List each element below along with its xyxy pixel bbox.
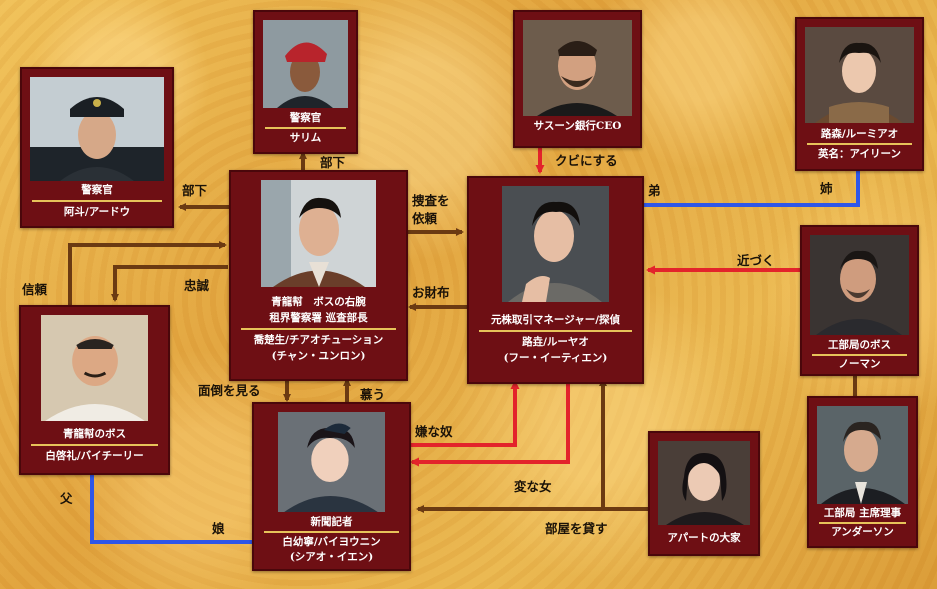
caption-line1: サスーン銀行CEO [533, 120, 622, 132]
label-request: 依頼 [412, 211, 438, 226]
caption-line2: 白啓礼/バイチーリー [45, 450, 144, 462]
label-rent-room: 部屋を貸す [545, 521, 608, 536]
label-older-sister: 姉 [820, 181, 833, 196]
portrait-anderson [817, 406, 908, 504]
portrait-police-sarim [263, 20, 348, 108]
caption-line3: (シアオ・イエン) [289, 551, 374, 563]
caption-line1: 路森/ルーミアオ [820, 128, 899, 140]
card-bai-youning[interactable]: 新聞記者 白幼寧/バイヨウニン (シアオ・イエン) [252, 402, 411, 571]
caption-line1: 青龍幇 ボスの右腕 [271, 296, 366, 308]
card-police-sarim[interactable]: 警察官 サリム [253, 10, 358, 154]
caption-line3: 喬楚生/チアオチューション [253, 334, 384, 346]
caption-line3: (フー・イーティエン) [503, 352, 608, 364]
label-younger-brother: 弟 [648, 183, 661, 198]
caption-line1: 警察官 [81, 184, 113, 196]
label-subordinate-sarim: 部下 [320, 155, 346, 170]
portrait-police-ado [30, 77, 164, 181]
label-take-care: 面倒を見る [198, 383, 261, 398]
portrait-norman [810, 235, 909, 335]
caption-line1: アパートの大家 [667, 532, 741, 544]
portrait-bai-youning [278, 412, 385, 512]
portrait-lu-yao [502, 186, 609, 302]
caption-line2: 路垚/ルーヤオ [522, 336, 589, 348]
label-approach: 近づく [737, 253, 775, 268]
divider [807, 143, 912, 145]
caption-line4: (チャン・ユンロン) [271, 350, 366, 362]
caption-line2: 白幼寧/バイヨウニン [282, 536, 381, 548]
label-trust: 信頼 [22, 282, 48, 297]
portrait-bank-ceo [523, 20, 632, 116]
caption-line2: サリム [289, 132, 322, 144]
portrait-lu-sen [805, 27, 914, 123]
caption-line1: 警察官 [289, 112, 322, 124]
caption-line1: 新聞記者 [310, 516, 353, 528]
label-fire: クビにする [555, 153, 618, 168]
card-bai-qili[interactable]: 青龍幇のボス 白啓礼/バイチーリー [19, 305, 170, 475]
card-lu-yao[interactable]: 元株取引マネージャー/探偵 路垚/ルーヤオ (フー・イーティエン) [467, 176, 644, 384]
label-father: 父 [60, 491, 73, 506]
label-subordinate-ado: 部下 [182, 183, 208, 198]
card-anderson[interactable]: 工部局 主席理事 アンダーソン [807, 396, 918, 548]
caption-line2: 阿斗/アードウ [63, 206, 131, 218]
label-daughter: 娘 [212, 521, 225, 536]
line-father-daughter [90, 470, 252, 544]
divider [819, 522, 906, 524]
divider [264, 531, 399, 533]
line-siblings [640, 170, 860, 207]
caption-line1: 工部局のボス [828, 339, 891, 351]
caption-line1: 元株取引マネージャー/探偵 [490, 314, 621, 326]
portrait-landlady [658, 441, 750, 525]
arrow-loyalty [111, 265, 228, 302]
caption-line1: 工部局 主席理事 [823, 507, 902, 519]
card-lu-sen[interactable]: 路森/ルーミアオ 英名：アイリーン [795, 17, 924, 171]
arrow-trust [68, 241, 227, 305]
label-hateful-guy: 嫌な奴 [415, 424, 453, 439]
divider [265, 127, 346, 129]
label-investigation: 捜査を [412, 193, 450, 208]
label-strange-woman: 変な女 [514, 479, 552, 494]
caption-line2: 租界警察署 巡査部長 [269, 312, 368, 324]
arrow-strange-woman [410, 380, 570, 467]
arrow-hateful-guy [409, 380, 520, 447]
card-police-ado[interactable]: 警察官 阿斗/アードウ [20, 67, 174, 228]
divider [32, 200, 162, 202]
card-landlady[interactable]: アパートの大家 [648, 431, 760, 556]
label-admire: 慕う [360, 387, 386, 402]
label-wallet: お財布 [412, 285, 450, 300]
card-qiao-chusheng[interactable]: 青龍幇 ボスの右腕 租界警察署 巡査部長 喬楚生/チアオチューション (チャン・… [229, 170, 408, 381]
divider [31, 444, 158, 446]
caption-line1: 青龍幇のボス [63, 428, 126, 440]
card-norman[interactable]: 工部局のボス ノーマン [800, 225, 919, 376]
divider [812, 354, 907, 356]
caption-line2: 英名：アイリーン [818, 148, 901, 160]
divider [241, 328, 396, 330]
card-bank-ceo[interactable]: サスーン銀行CEO [513, 10, 642, 148]
divider [479, 330, 632, 332]
portrait-qiao-chusheng [261, 180, 376, 287]
caption-line2: ノーマン [838, 358, 881, 370]
portrait-bai-qili [41, 315, 148, 421]
label-loyalty: 忠誠 [184, 278, 210, 293]
caption-line2: アンダーソン [831, 526, 894, 538]
